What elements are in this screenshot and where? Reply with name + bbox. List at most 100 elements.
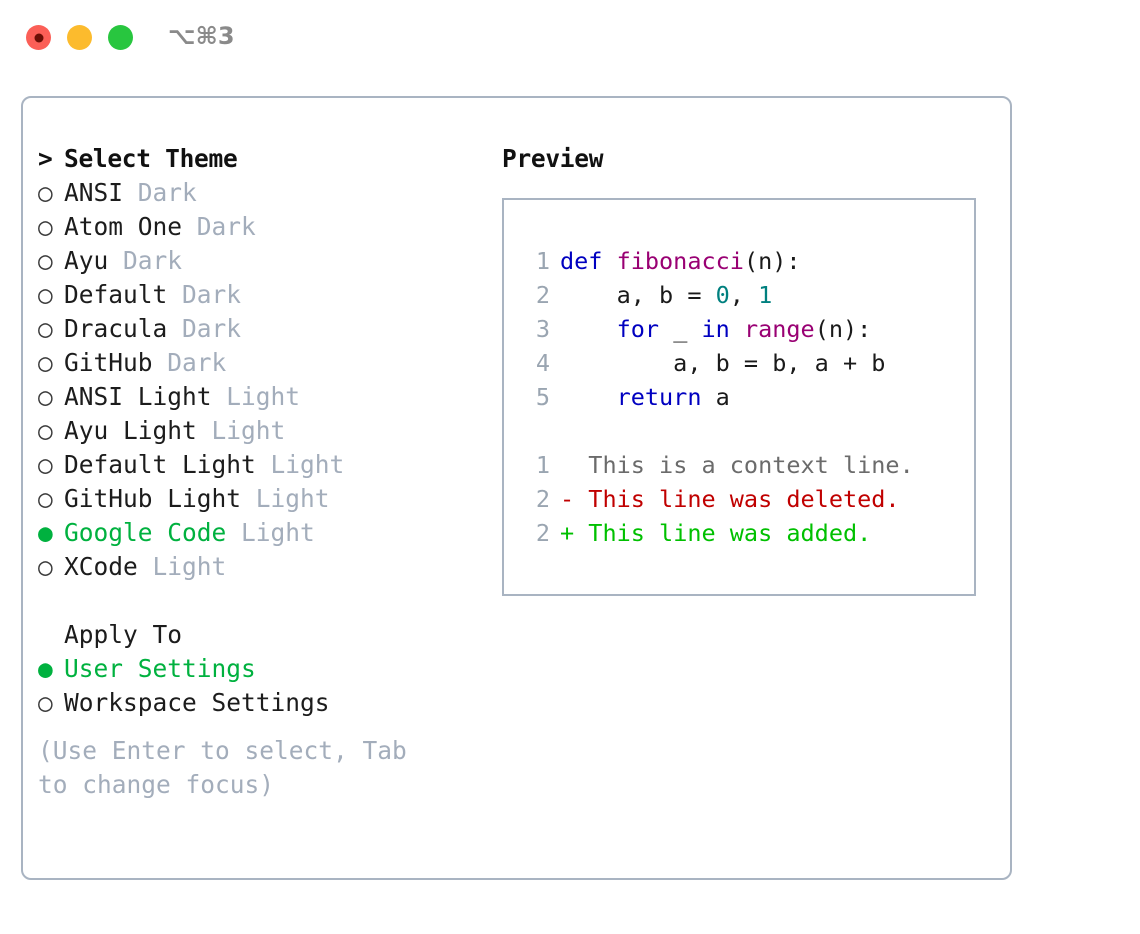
radio-unselected-icon: ○ xyxy=(38,246,53,275)
code-token-plain: a xyxy=(701,383,730,411)
code-token-num: 0 xyxy=(715,281,730,309)
theme-selector-column: >Select Theme ○ANSI Dark○Atom One Dark○A… xyxy=(38,142,468,802)
radio-unselected-icon: ○ xyxy=(38,552,53,581)
line-number: 2 xyxy=(535,519,550,547)
theme-option-xcode[interactable]: ○XCode Light xyxy=(38,550,468,584)
code-token-num: 1 xyxy=(758,281,773,309)
line-number: 2 xyxy=(535,281,550,309)
line-number: 1 xyxy=(535,247,550,275)
theme-variant-badge: Dark xyxy=(108,246,183,275)
theme-option-atom-one[interactable]: ○ Atom One Dark xyxy=(38,210,468,244)
theme-variant-badge: Light xyxy=(196,416,286,445)
radio-unselected-icon: ○ xyxy=(38,314,53,343)
theme-list: ○ANSI Dark○Atom One Dark○Ayu Dark○Defaul… xyxy=(38,176,468,584)
theme-option-github[interactable]: ○ GitHub Dark xyxy=(38,346,468,380)
diff-line-ctx: 1 This is a context line. xyxy=(504,448,974,482)
theme-option-label: ANSI Light xyxy=(64,382,212,411)
theme-option-google-code[interactable]: ●Google Code Light xyxy=(38,516,468,550)
diff-marker: + xyxy=(560,519,575,547)
theme-option-label: Ayu Light xyxy=(64,416,197,445)
theme-option-default[interactable]: ○Default Dark xyxy=(38,278,468,312)
radio-unselected-icon: ○ xyxy=(38,688,53,717)
diff-marker xyxy=(560,451,574,479)
close-window-button[interactable] xyxy=(26,25,51,50)
theme-option-dracula[interactable]: ○ Dracula Dark xyxy=(38,312,468,346)
radio-unselected-icon: ○ xyxy=(38,416,53,445)
theme-option-label: GitHub xyxy=(64,348,153,377)
code-token-kw: in xyxy=(701,315,730,343)
theme-option-ayu[interactable]: ○ Ayu Dark xyxy=(38,244,468,278)
diff-text: This line was added. xyxy=(574,519,872,547)
diff-marker: - xyxy=(560,485,575,513)
diff-line-del: 2- This line was deleted. xyxy=(504,482,974,516)
theme-variant-badge: Dark xyxy=(123,178,197,207)
theme-variant-badge: Light xyxy=(211,382,301,411)
keyboard-hint-text: (Use Enter to select, Tab to change focu… xyxy=(38,736,407,799)
code-token-fn: fibonacci xyxy=(616,247,744,275)
theme-option-label: Ayu xyxy=(64,246,109,275)
code-token-kw: return xyxy=(616,383,702,411)
preview-spacer xyxy=(504,414,974,448)
theme-variant-badge: Light xyxy=(226,518,315,547)
main-panel: >Select Theme ○ANSI Dark○Atom One Dark○A… xyxy=(21,96,1012,880)
theme-option-ansi[interactable]: ○ANSI Dark xyxy=(38,176,468,210)
diff-text: This line was deleted. xyxy=(574,485,900,513)
theme-option-ayu-light[interactable]: ○ Ayu Light Light xyxy=(38,414,468,448)
code-token-kw: for xyxy=(616,315,660,343)
maximize-window-button[interactable] xyxy=(108,25,133,50)
theme-option-label: Atom One xyxy=(64,212,183,241)
code-token-plain: a, b = b, a + b xyxy=(560,349,886,377)
code-token-plain: (n): xyxy=(743,247,801,275)
radio-selected-icon: ● xyxy=(38,654,53,683)
theme-variant-badge: Dark xyxy=(167,314,242,343)
theme-variant-badge: Light xyxy=(255,450,345,479)
code-token-plain: , xyxy=(729,281,759,309)
code-line: 3 for _ in range(n): xyxy=(504,312,974,346)
radio-unselected-icon: ○ xyxy=(38,450,53,479)
apply-to-option-label: User Settings xyxy=(64,654,256,683)
theme-option-default-light[interactable]: ○Default Light Light xyxy=(38,448,468,482)
select-theme-heading: >Select Theme xyxy=(38,142,468,176)
minimize-window-button[interactable] xyxy=(67,25,92,50)
preview-heading: Preview xyxy=(502,144,604,173)
theme-option-label: Dracula xyxy=(64,314,168,343)
code-token-plain: _ xyxy=(659,315,702,343)
keyboard-shortcut-label: ⌥⌘3 xyxy=(168,22,235,50)
line-number: 1 xyxy=(535,451,550,479)
radio-unselected-icon: ○ xyxy=(38,382,53,411)
radio-unselected-icon: ○ xyxy=(38,484,53,513)
code-line: 1 def fibonacci(n): xyxy=(504,244,974,278)
code-token-kw: def xyxy=(560,247,617,275)
theme-variant-badge: Dark xyxy=(182,212,256,241)
code-line: 5 return a xyxy=(504,380,974,414)
diff-text: This is a context line. xyxy=(574,451,914,479)
select-theme-heading-label: Select Theme xyxy=(64,144,238,173)
theme-variant-badge: Dark xyxy=(167,280,242,309)
diff-line-add: 2 + This line was added. xyxy=(504,516,974,550)
theme-option-ansi-light[interactable]: ○ ANSI Light Light xyxy=(38,380,468,414)
apply-to-option-workspace-settings[interactable]: ○Workspace Settings xyxy=(38,686,468,720)
theme-option-github-light[interactable]: ○GitHub Light Light xyxy=(38,482,468,516)
diff-sample: 1 This is a context line.2- This line wa… xyxy=(504,448,974,550)
theme-variant-badge: Dark xyxy=(152,348,227,377)
code-token-plain xyxy=(730,315,744,343)
code-token-plain: (n): xyxy=(814,315,872,343)
code-line: 4 a, b = b, a + b xyxy=(504,346,974,380)
radio-selected-icon: ● xyxy=(38,518,53,547)
radio-unselected-icon: ○ xyxy=(38,280,53,309)
apply-to-list: ● User Settings ○Workspace Settings xyxy=(38,652,468,720)
theme-option-label: XCode xyxy=(64,552,138,581)
traffic-light-group xyxy=(26,25,133,50)
radio-unselected-icon: ○ xyxy=(38,212,53,241)
code-token-plain xyxy=(560,315,617,343)
apply-to-option-user-settings[interactable]: ● User Settings xyxy=(38,652,468,686)
radio-unselected-icon: ○ xyxy=(38,348,53,377)
line-number: 3 xyxy=(535,315,550,343)
line-number: 2 xyxy=(535,485,550,513)
theme-option-label: GitHub Light xyxy=(64,484,242,513)
code-token-plain: a, b = xyxy=(560,281,716,309)
apply-to-heading: Apply To xyxy=(64,620,183,649)
